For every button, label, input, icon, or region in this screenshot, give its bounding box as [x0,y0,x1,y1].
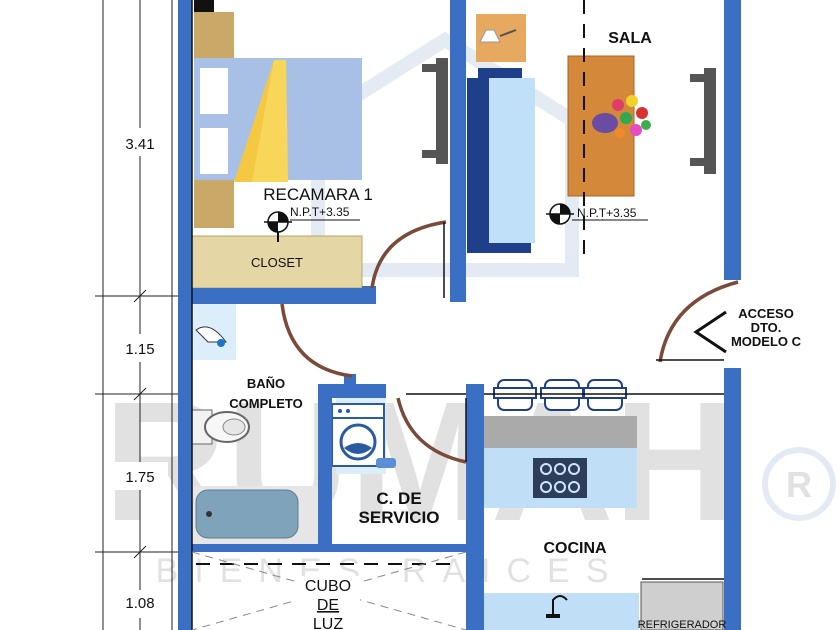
room-label-servicio-1: C. DE [376,489,421,508]
room-label-cubo-2: DE [317,597,339,614]
column [344,374,356,388]
level-marker-icon [264,211,292,233]
level-marker-icon [546,203,574,225]
stove-icon [533,458,587,498]
stool-icon [540,379,584,411]
doors [280,220,739,464]
door-arc [370,220,447,289]
room-label-servicio-2: SERVICIO [359,508,440,527]
access-label-3: MODELO C [731,334,802,349]
level-label-sala: N.P.T+3.35 [577,206,637,220]
room-label-cubo-1: CUBO [305,578,351,595]
lamp-table-icon [476,14,526,62]
stool-icon [583,379,627,411]
bed-icon [194,0,362,228]
walls [178,0,741,630]
level-label-recamara: N.P.T+3.35 [290,205,350,219]
door-arc [280,303,353,378]
bedroom-shelf [436,58,448,164]
toilet-icon [191,409,250,445]
room-label-closet: CLOSET [251,255,303,270]
stool-icon [493,379,537,411]
door-arc [658,280,739,363]
access-label-1: ACCESO [738,306,794,321]
dimension-label: 1.15 [125,341,154,358]
room-label-cubo-3: LUZ [313,616,343,630]
bathtub-icon [195,489,299,539]
faucet-icon [552,595,568,616]
dimension-lines [95,0,180,630]
room-label-sala: SALA [608,30,652,47]
refrigerator [640,581,724,630]
dimension-label: 1.08 [125,595,154,612]
wall-lines [191,0,724,630]
watermark-tagline: BIENES RAICES [156,552,625,590]
room-label-bano-2: COMPLETO [229,396,302,411]
washing-machine-icon [331,403,396,468]
refrigerator-label: REFRIGERADOR [638,619,727,630]
sofa-icon [467,68,535,253]
flower-vase-icon [592,95,651,138]
access-arrow-icon [693,310,727,354]
door-arc [396,397,467,464]
access-label-2: DTO. [751,320,782,335]
living-shelf [704,68,716,174]
watermark-registered: R [786,464,812,505]
bath-sink-icon [195,326,227,347]
dimension-label: 3.41 [125,136,154,153]
dimension-label: 1.75 [125,469,154,486]
room-label-cocina: COCINA [543,540,607,557]
door-leaves [443,222,724,462]
room-label-bano-1: BAÑO [247,376,285,391]
kitchen-sink-counter [484,593,639,630]
watermark-registered-icon [762,447,836,521]
kitchen-bar [484,416,637,448]
room-label-recamara: RECAMARA 1 [263,185,373,204]
